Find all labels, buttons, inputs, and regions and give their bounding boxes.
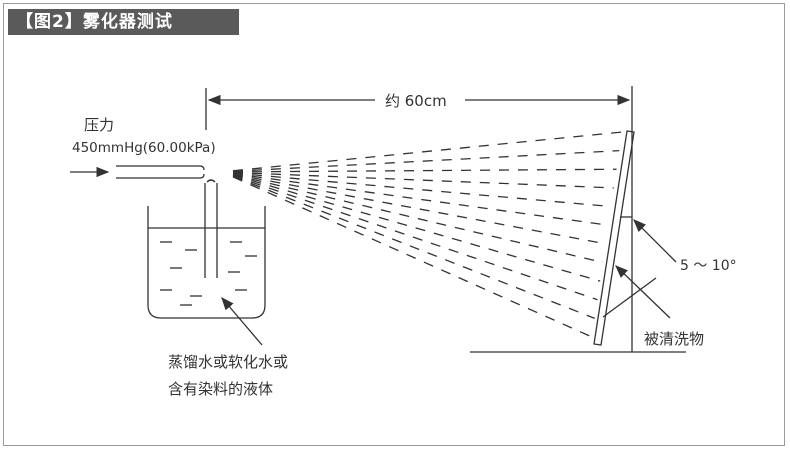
spray-line [232, 174, 604, 264]
spray-line [232, 131, 623, 172]
beaker [147, 206, 266, 319]
pressure-value: 450mmHg(60.00kPa) [72, 140, 216, 156]
spray-pattern [232, 131, 623, 338]
target-label: 被清洗物 [644, 330, 704, 348]
liquid-label-line2: 含有染料的液体 [168, 380, 273, 398]
spray-line [232, 168, 617, 173]
spray-line [232, 174, 601, 282]
liquid-dashes [160, 241, 257, 306]
spray-line [232, 149, 620, 173]
pressure-label: 压力 [84, 116, 114, 134]
spray-line [232, 172, 609, 226]
figure-frame [3, 3, 785, 446]
spray-line [232, 175, 598, 301]
target-pointer [615, 265, 671, 319]
siphon-tube [204, 179, 218, 278]
angle-label: 5 ～ 10° [680, 258, 737, 274]
spray-line [232, 171, 614, 189]
target-pointer-cross [602, 277, 657, 318]
liquid-label-line1: 蒸馏水或软化水或 [168, 353, 288, 371]
air-pipe [116, 165, 205, 179]
test-plate [593, 130, 635, 346]
spray-line [232, 176, 593, 338]
figure-title: 【图2】雾化器测试 [8, 9, 239, 35]
spray-line [232, 172, 612, 208]
distance-label: 约 60cm [385, 92, 447, 110]
spray-line [232, 175, 595, 319]
liquid-arrow [221, 297, 263, 346]
spray-line [232, 173, 606, 245]
angle-pointer [633, 219, 677, 263]
